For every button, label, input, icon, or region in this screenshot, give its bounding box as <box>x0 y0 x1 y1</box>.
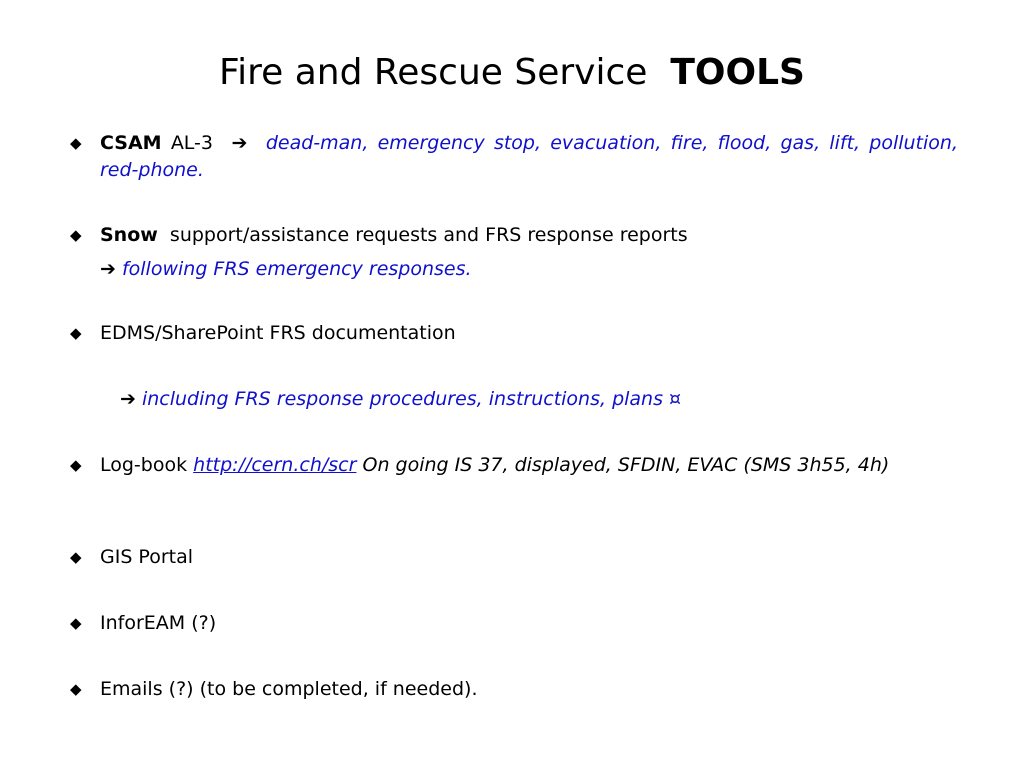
edms-sub-text: including FRS response procedures, instr… <box>141 388 682 410</box>
bullet-text: Snow support/assistance requests and FRS… <box>100 222 958 249</box>
snow-subline: ➔ following FRS emergency responses. <box>100 256 472 283</box>
diamond-bullet-icon: ◆ <box>70 680 82 698</box>
slide-title: Fire and Rescue Service TOOLS <box>0 50 1024 96</box>
bullet-item-logbook: ◆ Log-book http://cern.ch/scr On going I… <box>70 452 958 479</box>
title-emph: TOOLS <box>670 52 805 93</box>
diamond-bullet-icon: ◆ <box>70 456 82 474</box>
bullet-item-snow: ◆ Snow support/assistance requests and F… <box>70 222 958 249</box>
bullet-text: Emails (?) (to be completed, if needed). <box>100 678 478 700</box>
arrow-right-icon: ➔ <box>100 258 116 280</box>
bullet-text: Log-book http://cern.ch/scr On going IS … <box>100 452 958 479</box>
arrow-right-icon: ➔ <box>231 132 248 154</box>
csam-label: CSAM <box>100 132 162 154</box>
snow-description: support/assistance requests and FRS resp… <box>169 224 688 246</box>
diamond-bullet-icon: ◆ <box>70 614 82 632</box>
logbook-link[interactable]: http://cern.ch/scr <box>193 454 357 476</box>
arrow-right-icon: ➔ <box>120 388 136 410</box>
bullet-text: InforEAM (?) <box>100 612 217 634</box>
bullet-text: GIS Portal <box>100 546 194 568</box>
snow-label: Snow <box>100 224 158 246</box>
bullet-item-emails: ◆ Emails (?) (to be completed, if needed… <box>70 676 958 703</box>
edms-subline: ➔ including FRS response procedures, ins… <box>120 386 681 413</box>
diamond-bullet-icon: ◆ <box>70 226 82 244</box>
bullet-item-csam: ◆ CSAM AL-3 ➔ dead-man, emergency stop, … <box>70 130 958 184</box>
title-main: Fire and Rescue Service <box>219 52 648 93</box>
csam-version: AL-3 <box>170 132 214 154</box>
diamond-bullet-icon: ◆ <box>70 134 82 152</box>
snow-sub-text: following FRS emergency responses. <box>121 258 472 280</box>
logbook-label: Log-book <box>100 454 188 476</box>
bullet-item-gis: ◆ GIS Portal <box>70 544 958 571</box>
bullet-item-infoream: ◆ InforEAM (?) <box>70 610 958 637</box>
bullet-text: EDMS/SharePoint FRS documentation <box>100 322 456 344</box>
logbook-description: On going IS 37, displayed, SFDIN, EVAC (… <box>362 454 890 476</box>
csam-description: dead-man, emergency stop, evacuation, fi… <box>100 132 958 181</box>
diamond-bullet-icon: ◆ <box>70 548 82 566</box>
bullet-text: CSAM AL-3 ➔ dead-man, emergency stop, ev… <box>100 130 958 184</box>
bullet-item-edms: ◆ EDMS/SharePoint FRS documentation <box>70 320 958 347</box>
diamond-bullet-icon: ◆ <box>70 324 82 342</box>
